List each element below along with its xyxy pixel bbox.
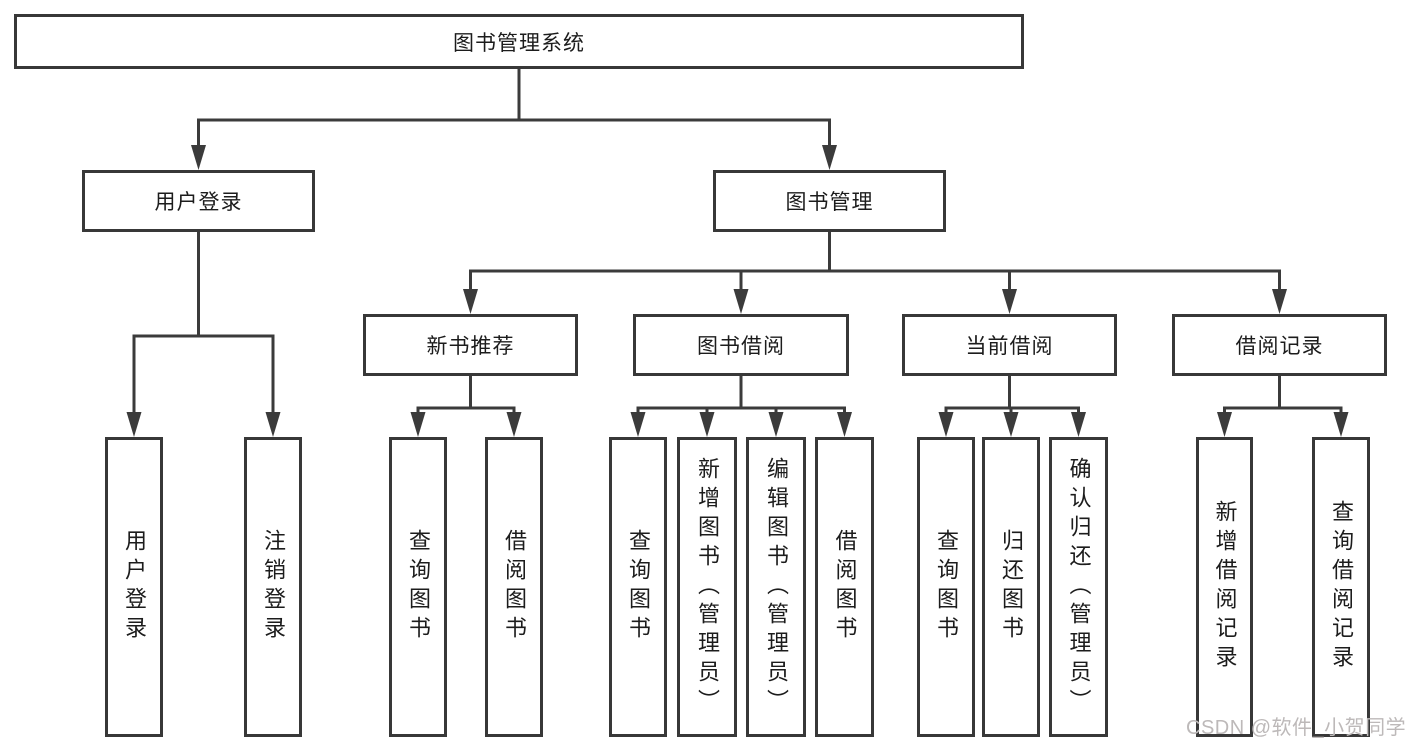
node-user-login-group: 用户登录 <box>82 170 315 232</box>
arrowhead-to-v-add-borrow-record <box>1217 412 1232 437</box>
arrowhead-to-new-book-rec <box>463 289 478 314</box>
arrowhead-to-book-mgmt <box>822 145 837 170</box>
node-label: 查询借阅记录 <box>1329 500 1354 674</box>
node-v-return-books: 归还图书 <box>982 437 1040 737</box>
node-book-borrow: 图书借阅 <box>633 314 849 376</box>
arrowhead-to-v-add-books <box>699 412 715 437</box>
node-label: 图书管理 <box>785 191 874 214</box>
arrowhead-to-v-logout <box>265 412 281 437</box>
node-v-query-books-2: 查询图书 <box>609 437 667 737</box>
node-label: 借阅图书 <box>832 529 858 645</box>
arrowhead-to-v-borrow-books-2 <box>837 412 852 437</box>
node-label: 查询图书 <box>406 529 431 645</box>
arrowhead-to-v-borrow-books-1 <box>506 412 522 437</box>
arrowhead-to-v-return-books <box>1003 412 1019 437</box>
node-label: 借阅记录 <box>1235 335 1324 358</box>
arrowhead-to-v-query-borrow-record <box>1333 412 1349 437</box>
node-label: 归还图书 <box>999 529 1024 645</box>
edge-from-borrow-records <box>1223 374 1343 420</box>
node-label: 当前借阅 <box>965 335 1054 358</box>
node-v-borrow-books-1: 借阅图书 <box>485 437 543 737</box>
node-v-add-borrow-record: 新增借阅记录 <box>1196 437 1253 737</box>
node-label: 查询图书 <box>934 529 959 645</box>
node-current-borrow: 当前借阅 <box>902 314 1117 376</box>
node-label: 用户登录 <box>122 529 147 645</box>
edge-from-book-borrow <box>636 374 846 420</box>
node-v-edit-books: 编辑图书（管理员） <box>746 437 806 737</box>
node-label: 借阅图书 <box>502 529 527 645</box>
node-v-query-books-1: 查询图书 <box>389 437 447 737</box>
edge-from-new-book-rec <box>416 374 516 420</box>
edge-from-user-login-group <box>132 230 275 420</box>
node-label: 新增图书（管理员） <box>695 456 720 718</box>
arrowhead-to-borrow-records <box>1272 289 1287 314</box>
watermark: CSDN @软件_小贺同学 <box>1186 717 1405 739</box>
node-label: 用户登录 <box>154 191 243 214</box>
arrowhead-to-v-user-login <box>126 412 142 437</box>
node-root: 图书管理系统 <box>14 14 1024 69</box>
arrowhead-to-user-login-group <box>191 145 206 170</box>
node-v-query-books-3: 查询图书 <box>917 437 975 737</box>
arrowhead-to-v-confirm-return <box>1071 412 1086 437</box>
node-v-user-login: 用户登录 <box>105 437 163 737</box>
arrowhead-to-v-query-books-2 <box>630 412 646 437</box>
node-v-borrow-books-2: 借阅图书 <box>815 437 874 737</box>
node-book-mgmt: 图书管理 <box>713 170 946 232</box>
edge-from-current-borrow <box>944 374 1080 420</box>
node-label: 新书推荐 <box>426 335 515 358</box>
arrowhead-to-v-query-books-1 <box>410 412 426 437</box>
node-label: 查询图书 <box>626 529 651 645</box>
node-v-add-books: 新增图书（管理员） <box>677 437 737 737</box>
arrowhead-to-v-edit-books <box>768 412 784 437</box>
node-label: 确认归还（管理员） <box>1066 456 1092 718</box>
node-label: 图书管理系统 <box>453 31 585 55</box>
edge-from-book-mgmt <box>469 230 1281 297</box>
node-label: 编辑图书（管理员） <box>764 456 789 718</box>
node-label: 新增借阅记录 <box>1212 500 1238 674</box>
edge-from-root <box>197 67 831 153</box>
node-new-book-rec: 新书推荐 <box>363 314 578 376</box>
arrowhead-to-v-query-books-3 <box>938 412 954 437</box>
arrowhead-to-current-borrow <box>1002 289 1017 314</box>
node-v-query-borrow-record: 查询借阅记录 <box>1312 437 1370 737</box>
node-v-confirm-return: 确认归还（管理员） <box>1049 437 1108 737</box>
arrowhead-to-book-borrow <box>733 289 749 314</box>
node-label: 图书借阅 <box>697 335 785 358</box>
node-borrow-records: 借阅记录 <box>1172 314 1387 376</box>
node-label: 注销登录 <box>261 529 286 645</box>
node-v-logout: 注销登录 <box>244 437 302 737</box>
